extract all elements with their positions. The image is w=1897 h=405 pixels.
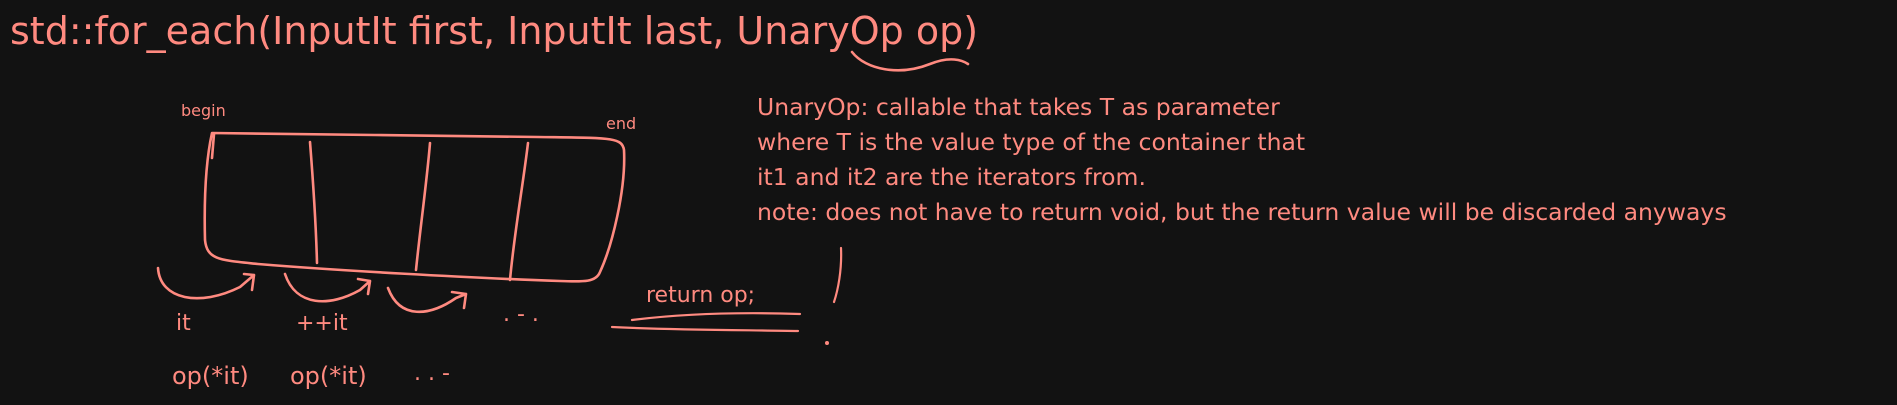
iterator-label-increment: ++it <box>296 311 348 336</box>
dot-mark <box>825 341 829 345</box>
return-underline <box>630 312 802 322</box>
begin-marker <box>210 132 216 160</box>
cell-divider-2 <box>414 141 432 272</box>
signature-heading: std::for_each(InputIt first, InputIt las… <box>10 9 978 53</box>
call-label-2: op(*it) <box>290 362 367 390</box>
vertical-stroke-mark <box>832 246 843 304</box>
container-outline <box>203 131 626 283</box>
return-op-label: return op; <box>646 283 755 308</box>
unaryop-underline-mark <box>850 50 970 72</box>
iteration-arrow-3 <box>386 286 468 314</box>
cell-divider-1 <box>308 140 319 265</box>
return-baseline <box>610 325 800 333</box>
iteration-arrow-1 <box>156 266 256 300</box>
iteration-arrow-2 <box>283 272 372 303</box>
call-label-1: op(*it) <box>172 362 249 390</box>
note-line-4: note: does not have to return void, but … <box>757 198 1727 226</box>
iterator-ellipsis: . - . <box>503 302 539 327</box>
cell-divider-3 <box>508 141 530 282</box>
end-label: end <box>606 114 636 133</box>
iterator-label-it: it <box>176 311 191 336</box>
note-line-1: UnaryOp: callable that takes T as parame… <box>757 93 1280 121</box>
note-line-3: it1 and it2 are the iterators from. <box>757 163 1146 191</box>
note-line-2: where T is the value type of the contain… <box>757 128 1305 156</box>
begin-label: begin <box>181 101 226 120</box>
call-ellipsis: . . - <box>414 361 450 386</box>
